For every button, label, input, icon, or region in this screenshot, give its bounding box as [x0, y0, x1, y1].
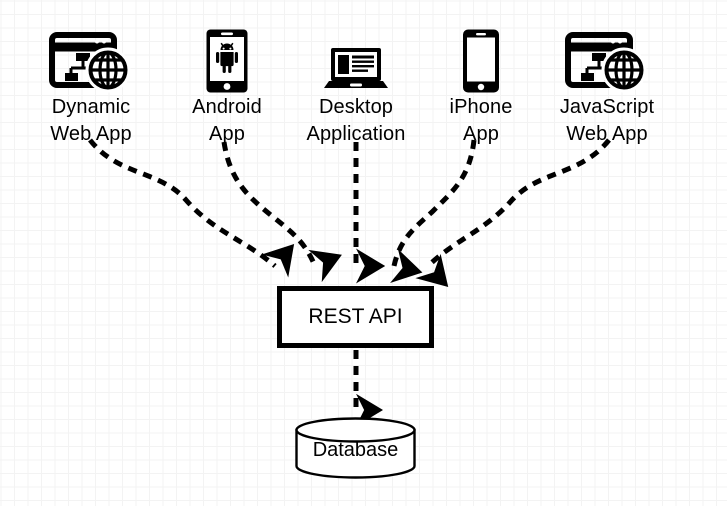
- node-javascript-web-app[interactable]: JavaScript Web App: [543, 22, 671, 148]
- laptop-icon: [292, 22, 420, 94]
- connector-iphone-app: [390, 139, 477, 284]
- rest-api-label: REST API: [308, 305, 403, 328]
- node-android-app[interactable]: Android App: [170, 22, 284, 148]
- connector-javascript-web-app: [415, 138, 611, 288]
- node-iphone-app[interactable]: iPhone App: [428, 22, 534, 148]
- node-dynamic-web-app[interactable]: Dynamic Web App: [31, 22, 151, 148]
- rest-api-box[interactable]: REST API: [277, 286, 434, 348]
- browser-sitemap-globe-icon: [543, 22, 671, 94]
- node-label: Desktop Application: [306, 96, 406, 145]
- connector-dynamic-web-app: [88, 138, 295, 278]
- browser-sitemap-globe-icon: [31, 22, 151, 94]
- connector-android-app: [221, 141, 342, 283]
- node-label: Dynamic Web App: [50, 96, 132, 145]
- iphone-icon: [428, 22, 534, 94]
- database-label: Database: [312, 439, 399, 461]
- database-cylinder[interactable]: Database: [295, 417, 416, 479]
- node-label: Android App: [192, 96, 262, 145]
- node-label: iPhone App: [449, 96, 513, 145]
- android-phone-icon: [170, 22, 284, 94]
- node-desktop-application[interactable]: Desktop Application: [292, 22, 420, 148]
- node-label: JavaScript Web App: [559, 96, 655, 145]
